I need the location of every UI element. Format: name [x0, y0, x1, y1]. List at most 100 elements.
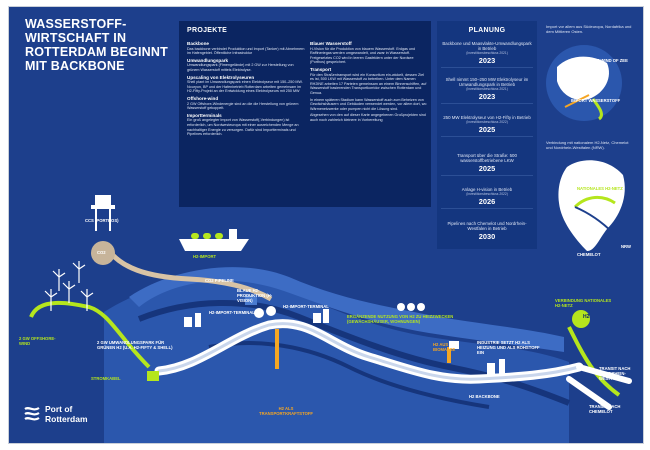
h2-backbone-pipe-inner [157, 322, 581, 381]
transport-text-1: Für den Straßentransport wird ein Konsor… [310, 72, 427, 95]
wind-turbines-icon [44, 261, 94, 311]
planung-item-note: (Investitionsbeschluss 2021) [466, 87, 508, 92]
planung-item-year: 2023 [478, 92, 496, 102]
logo-waves-icon [24, 407, 40, 421]
chemelot-label: CHEMELOT [577, 252, 601, 257]
blauer-text: H-Vision für die Produktion von blauem W… [310, 46, 416, 65]
biomasse-label: H2 AUS BIOMASSE [433, 342, 456, 352]
backbone-text: Das backbone verbindet Produktion und Im… [187, 46, 305, 56]
transit-chemelot-label: TRANSIT NACH CHEMELOT [589, 404, 621, 414]
stromkabel [29, 300, 151, 369]
netherlands-map-icon [558, 160, 625, 251]
poster: WASSERSTOFF- WIRTSCHAFT IN ROTTERDAM BEG… [8, 6, 644, 444]
globe-label-import: IMPORT WASSERSTOFF [571, 98, 621, 103]
logo-text: Port of Rotterdam [45, 404, 88, 424]
backbone-title: Backbone [187, 41, 209, 46]
planung-item-note: (Investitionsbeschluss 2022) [466, 192, 508, 197]
planung-item-year: 2025 [478, 125, 496, 135]
industry-icons [184, 303, 505, 375]
h2-netz-badge [572, 310, 590, 328]
title-line-2: WIRTSCHAFT IN [25, 31, 127, 45]
co2-pipeline [102, 243, 273, 302]
transit-branch-2 [566, 376, 612, 410]
globe-label-wind: IMPORT WIND OF ZEE [583, 58, 628, 63]
netz-caption: Verbindung mit nationalem H2-Netz, Cheme… [546, 140, 629, 150]
ccs-label: CCS (PORTHOS) [85, 218, 119, 223]
planung-item-note: (Investitionsbeschluss 2021) [466, 51, 508, 56]
logo-line-1: Port of [45, 404, 73, 414]
tanker-ship-icon [179, 229, 249, 251]
ccs-platform-icon [91, 195, 115, 265]
transport-label: H2 ALS TRANSPORTKRAFTSTOFF [259, 406, 313, 416]
planung-item: Backbone und Maasvlakte-Umwandlungspark … [441, 41, 533, 69]
transit-nrw-label: TRANSIT NACH NORDRHEIN-WESTFALEN [599, 366, 631, 381]
co2-pipeline-label: CO2 PIPELINE [205, 278, 234, 283]
importterminals-title: Importterminals [187, 112, 222, 118]
title-line-3: ROTTERDAM BEGINNT [25, 45, 168, 59]
planung-item-text: Pipelines nach Chemelot und Nordrhein-We… [447, 221, 527, 232]
harbor-land-upper [129, 267, 564, 352]
nrw-label: NRW [621, 244, 631, 249]
h2-badge-label: H2 [583, 314, 590, 320]
projekte-heading: PROJEKTE [187, 27, 228, 34]
blau-label: BLAUE H2-PRODUKTION (H-VISION) [237, 288, 273, 303]
planung-item-note: (Investitionsbeschluss 2022) [466, 120, 508, 125]
umwandlungspark-box [147, 371, 159, 381]
planung-item: Shell nimmt 150–250 MW Elektrolyseur im … [441, 77, 533, 105]
transit-branch-1 [576, 364, 632, 384]
logo-line-2: Rotterdam [45, 413, 88, 424]
blauer-title: Blauer Wasserstoff [310, 41, 352, 46]
planung-panel: PLANUNG Backbone und Maasvlakte-Umwandlu… [437, 21, 537, 249]
planung-item-year: 2030 [478, 232, 496, 242]
upscaling-text: Shell plant im Umwandlungspark einen Ele… [187, 80, 303, 94]
transport-text-2: In einem späteren Stadium kann Wassersto… [310, 97, 427, 111]
industrie-label: INDUSTRIE SETZT H2 ALS HEIZUNG UND ALS R… [477, 340, 540, 355]
river-water [137, 299, 571, 406]
offshore-label: 2 GW OFFSHORE-WIND [19, 336, 56, 346]
offshore-title: Offshore-wind [187, 95, 219, 101]
offshore-text: 2 GW Offshore-Windenergie sind an die di… [187, 101, 299, 111]
globe-caption: Import vor allem aus Südeuropa, Nordafri… [546, 24, 632, 34]
planung-item: 250 MW Elektrolyseur von H2-Fifty in Bet… [441, 115, 533, 138]
poster-title: WASSERSTOFF- WIRTSCHAFT IN ROTTERDAM BEG… [25, 17, 175, 73]
title-line-4: MIT BACKBONE [25, 59, 125, 73]
umwandlungspark-title: Umwandlungspark [187, 57, 229, 63]
planung-item-year: 2023 [478, 56, 496, 66]
umwandlungspark-label: 2 GW UMWANDLUNGSPARK FÜR GRÜNEN H2 (U.A.… [97, 340, 173, 350]
h2-netz-pipeline [567, 326, 621, 397]
river-water-2 [208, 341, 490, 409]
h2-import-terminal-2-label: H2-IMPORT-TERMINAL [283, 304, 329, 309]
nutzung-label: ERGÄNZENDE NUTZUNG VON H2 ZU HEIZZWECKEN… [347, 314, 454, 324]
port-of-rotterdam-logo: Port of Rotterdam [23, 404, 88, 428]
stromkabel-label: STROMKABEL [91, 376, 121, 381]
verbindung-label: VERBINDUNG NATIONALES H2-NETZ [555, 298, 612, 308]
planung-item-year: 2025 [478, 164, 496, 174]
title-line-1: WASSERSTOFF- [25, 17, 127, 31]
umwandlungspark-text: Umwandlungspark (Flmengelände) mit 2 GW … [187, 63, 294, 72]
planung-item: Pipelines nach Chemelot und Nordrhein-We… [441, 221, 533, 241]
planung-heading: PLANUNG [468, 27, 506, 34]
h2-import-label: H2-IMPORT [193, 254, 217, 259]
backbone-label: H2 BACKBONE [469, 394, 500, 399]
planung-item-text: Backbone und Maasvlakte-Umwandlungspark … [442, 41, 532, 52]
planung-item-text: 250 MW Elektrolyseur von H2-Fifty in Bet… [443, 115, 531, 120]
projekte-column-2: Blauer Wasserstoff H-Vision für die Prod… [310, 39, 428, 125]
planung-item-text: Shell nimmt 150–250 MW Elektrolyseur im … [445, 77, 529, 88]
h2-import-terminal-1-label: H2-IMPORT-TERMINAL [209, 310, 255, 315]
netz-label: NATIONALES H2-NETZ [577, 186, 623, 191]
planung-item: Transport über die Straße: 500 wassersto… [441, 153, 533, 177]
transport-title: Transport [310, 66, 332, 72]
h-vision-box [245, 295, 257, 305]
projekte-column-1: Backbone Das backbone verbindet Produkti… [187, 39, 305, 139]
upscaling-title: Upscaling von Elektrolyseuren [187, 74, 255, 80]
globe-icon [546, 45, 622, 121]
planung-item: Anlage H-vision in Betrieb (Investitions… [441, 187, 533, 210]
planung-item-text: Anlage H-vision in Betrieb [461, 187, 513, 192]
projekte-panel: PROJEKTE Backbone Das backbone verbindet… [179, 21, 431, 207]
co2-label: CO2 [97, 250, 106, 255]
importterminals-text: Ein groß angelegter Import von Wassersto… [187, 118, 299, 137]
planung-item-text: Transport über die Straße: 500 wassersto… [457, 153, 517, 164]
port-map [29, 45, 632, 443]
transport-text-3: Abgesehen von den auf dieser Karte angeg… [310, 113, 426, 122]
planung-item-year: 2026 [478, 197, 496, 207]
